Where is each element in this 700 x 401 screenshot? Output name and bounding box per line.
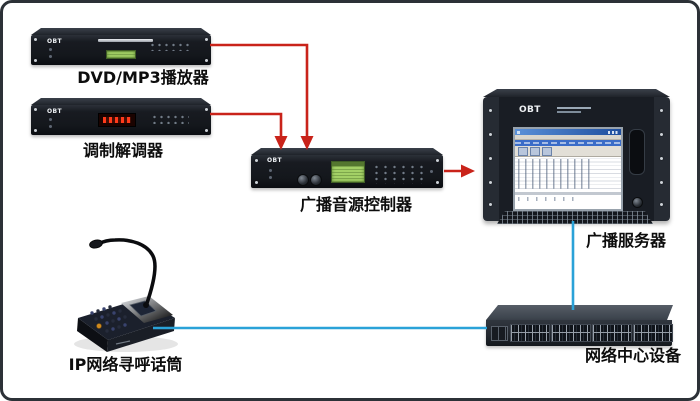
- window-tab-bar: [515, 140, 621, 146]
- mic-keypad: [90, 305, 127, 333]
- power-button: [49, 48, 52, 51]
- screw: [205, 108, 208, 111]
- tuning-buttons: [151, 114, 189, 124]
- device-front-panel: OBT: [251, 155, 443, 188]
- audio-source-controller-device: OBT: [251, 148, 443, 188]
- indicator-led: [49, 118, 52, 121]
- gooseneck-arm: [96, 238, 157, 308]
- screw: [489, 133, 492, 136]
- device-top-panel: [251, 148, 443, 155]
- lcd-display: [331, 161, 365, 183]
- toolbar-icon: [542, 147, 552, 156]
- eject-button: [49, 55, 52, 58]
- screw: [205, 38, 208, 41]
- device-status-table: [515, 157, 621, 192]
- ip-paging-mic-label: IP网络寻呼话筒: [68, 355, 183, 374]
- screw: [436, 181, 439, 184]
- mic-lcd-display: [129, 300, 157, 317]
- arrowhead-controller-to-server: [461, 164, 475, 178]
- lcd-status-band: [332, 162, 364, 166]
- mic-base-right-face: [107, 318, 175, 352]
- screw: [489, 203, 492, 206]
- rj45-port-group: [633, 324, 673, 342]
- screw: [660, 157, 663, 160]
- front-knob: [632, 197, 643, 208]
- device-top-panel: [31, 28, 211, 35]
- screw: [660, 203, 663, 206]
- headphone-jack: [430, 170, 433, 173]
- device-front-panel: OBT: [31, 105, 211, 135]
- device-top-panel: [31, 98, 211, 105]
- mic-base-front-face: [77, 318, 108, 352]
- audio-controller-label: 广播音源控制器: [299, 195, 412, 214]
- model-text: [557, 107, 591, 114]
- table-divider: [515, 192, 621, 195]
- device-front-panel: OBT: [31, 35, 211, 65]
- screw: [34, 129, 37, 132]
- window-menu-bar: [515, 135, 621, 140]
- drive-bay-vent: [629, 129, 645, 175]
- rj45-port-group: [592, 324, 632, 342]
- brand-logo: OBT: [267, 157, 282, 164]
- screw: [436, 159, 439, 162]
- screw: [205, 59, 208, 62]
- screw: [255, 181, 258, 184]
- server-monitor-screen: [513, 127, 623, 211]
- server-front-panel: OBT: [483, 97, 670, 221]
- network-switch-label: 网络中心设备: [584, 346, 681, 365]
- screw: [34, 59, 37, 62]
- volume-knob: [297, 174, 309, 186]
- power-button: [269, 169, 272, 172]
- brand-logo: OBT: [519, 105, 541, 115]
- frequency-led-display: [98, 113, 136, 127]
- mic-card-slot: [115, 340, 131, 345]
- mic-talk-button: [96, 323, 102, 329]
- screw: [660, 133, 663, 136]
- broadcast-server-device: OBT: [483, 89, 670, 221]
- screw: [489, 109, 492, 112]
- screw: [34, 38, 37, 41]
- toolbar-icon: [530, 147, 540, 156]
- ip-paging-mic-device: [74, 238, 178, 352]
- switch-top-panel: [486, 305, 673, 320]
- screw: [205, 129, 208, 132]
- cd-slot: [98, 39, 153, 42]
- lcd-display: [106, 50, 136, 59]
- indicator-led: [49, 125, 52, 128]
- mic-head: [89, 239, 103, 249]
- brand-logo: OBT: [47, 38, 62, 45]
- toolbar-icon: [518, 147, 528, 156]
- dvd-player-label: DVD/MP3播放器: [77, 68, 209, 87]
- indicator-led: [269, 176, 272, 179]
- window-title-bar: [515, 129, 621, 135]
- rj45-port-group: [551, 324, 591, 342]
- screw: [489, 181, 492, 184]
- screw: [255, 159, 258, 162]
- log-table: [515, 195, 621, 209]
- control-button-grid: [372, 164, 426, 184]
- screw: [660, 181, 663, 184]
- server-keyboard: [497, 211, 653, 224]
- screw: [660, 109, 663, 112]
- window-toolbar: [515, 146, 621, 157]
- screw: [34, 108, 37, 111]
- transport-buttons: [149, 42, 189, 51]
- modem-device: OBT: [31, 98, 211, 135]
- broadcast-server-label: 广播服务器: [585, 231, 666, 250]
- server-top-panel: [483, 89, 670, 97]
- modem-label: 调制解调器: [82, 141, 163, 160]
- selector-knob: [310, 174, 322, 186]
- dvd-mp3-player-device: OBT: [31, 28, 211, 65]
- switch-front-panel: [486, 320, 673, 346]
- screw: [489, 157, 492, 160]
- rj45-port-group: [510, 324, 550, 342]
- brand-logo: OBT: [47, 108, 62, 115]
- wire-dvd-to-controller: [210, 43, 309, 137]
- uplink-ports: [491, 326, 508, 341]
- wire-modem-to-controller: [210, 112, 283, 137]
- network-switch-device: [483, 301, 675, 349]
